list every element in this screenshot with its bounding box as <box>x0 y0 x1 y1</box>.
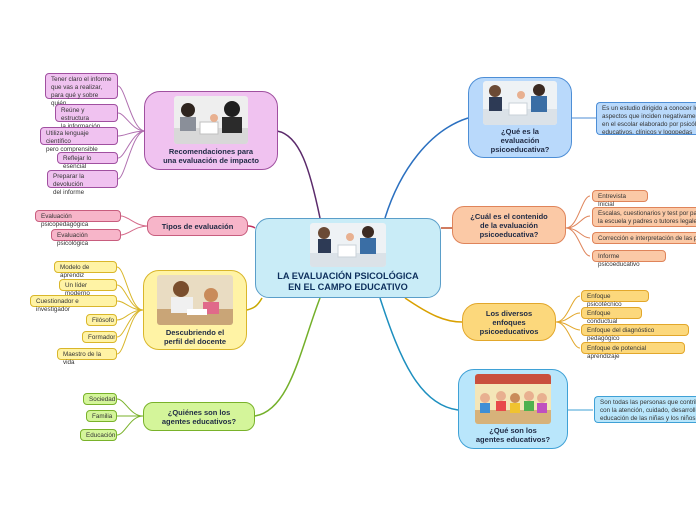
agentes-title: ¿Quiénes son los agentes educativos? <box>161 407 237 426</box>
agentes-definicion-title: ¿Qué son los agentes educativos? <box>475 426 551 444</box>
recomendaciones-topic[interactable]: Recomendaciones para una evaluación de i… <box>144 91 278 170</box>
que-es-title: ¿Qué es la evaluación psicoeducativa? <box>490 127 550 154</box>
perfil-item[interactable]: Cuestionador e investigador <box>30 295 117 313</box>
recomendaciones-title: Recomendaciones para una evaluación de i… <box>163 147 259 165</box>
recomendacion-item[interactable]: Utiliza lenguaje científico pero compren… <box>40 127 118 153</box>
agente-item[interactable]: Familia <box>86 410 117 422</box>
tipo-item[interactable]: Evaluación psicológica <box>51 229 121 247</box>
perfil-item[interactable]: Modelo de aprendiz <box>54 261 117 279</box>
contenido-topic[interactable]: ¿Cuál es el contenido de la evaluación p… <box>452 206 566 244</box>
que-es-photo <box>483 81 557 125</box>
agentes-definicion-description[interactable]: Son todas las personas que contribuyen c… <box>594 396 696 423</box>
contenido-item[interactable]: Escalas, cuestionarios y test por parte … <box>592 207 696 227</box>
enfoque-item[interactable]: Enfoque del diagnóstico pedagógico <box>581 324 689 342</box>
enfoques-title: Los diversos enfoques psicoeducativos <box>479 308 539 336</box>
enfoque-item[interactable]: Enfoque psicotécnico <box>581 290 649 308</box>
contenido-item[interactable]: Entrevista Inicial <box>592 190 648 208</box>
teacher-photo <box>157 274 233 325</box>
tipos-topic[interactable]: Tipos de evaluación <box>147 216 248 236</box>
perfil-item[interactable]: Formador <box>82 331 117 343</box>
agente-item[interactable]: Educación <box>80 429 117 441</box>
agente-item[interactable]: Sociedad <box>83 393 117 405</box>
recomendacion-item[interactable]: Reflejar lo esencial <box>57 152 118 170</box>
central-topic[interactable]: LA EVALUACIÓN PSICOLÓGICA EN EL CAMPO ED… <box>255 218 441 298</box>
contenido-title: ¿Cuál es el contenido de la evaluación p… <box>470 211 548 239</box>
tipos-title: Tipos de evaluación <box>161 221 234 231</box>
enfoque-item[interactable]: Enfoque conductual <box>581 307 642 325</box>
perfil-item[interactable]: Maestro de la vida <box>57 348 117 366</box>
enfoque-item[interactable]: Enfoque de potencial aprendizaje <box>581 342 685 360</box>
enfoques-topic[interactable]: Los diversos enfoques psicoeducativos <box>462 303 556 341</box>
children-photo <box>475 374 551 424</box>
perfil-title: Descubriendo el perfil del docente <box>163 327 227 346</box>
recomendacion-item[interactable]: Tener claro el informe que vas a realiza… <box>45 73 118 107</box>
classroom-photo <box>310 222 386 267</box>
recomendacion-item[interactable]: Reúne y estructura la información <box>55 104 118 130</box>
central-topic-title: LA EVALUACIÓN PSICOLÓGICA EN EL CAMPO ED… <box>277 270 419 292</box>
agentes-definicion-topic[interactable]: ¿Qué son los agentes educativos? <box>458 369 568 449</box>
perfil-item[interactable]: Filósofo <box>86 314 117 326</box>
contenido-item[interactable]: Corrección e interpretación de las prueb… <box>592 232 696 244</box>
tipo-item[interactable]: Evaluación psicopedagógica <box>35 210 121 228</box>
agentes-topic[interactable]: ¿Quiénes son los agentes educativos? <box>143 402 255 431</box>
recomendacion-item[interactable]: Preparar la devolución del informe <box>47 170 118 196</box>
que-es-description[interactable]: Es un estudio dirigido a conocer los asp… <box>596 102 696 135</box>
que-es-topic[interactable]: ¿Qué es la evaluación psicoeducativa? <box>468 77 572 158</box>
contenido-item[interactable]: Informe psicoeducativo <box>592 250 666 268</box>
perfil-topic[interactable]: Descubriendo el perfil del docente <box>143 270 247 350</box>
perfil-item[interactable]: Un líder moderno <box>59 279 117 297</box>
recomendaciones-photo <box>174 96 248 144</box>
